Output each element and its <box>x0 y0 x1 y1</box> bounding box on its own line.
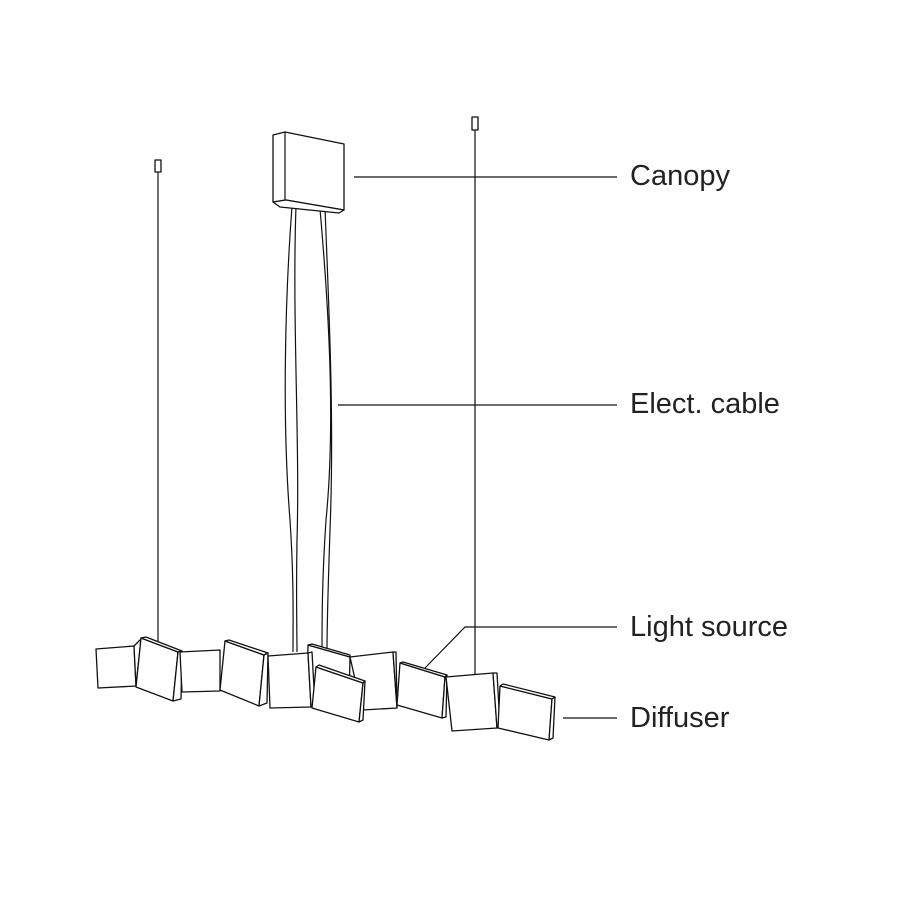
light-source-label: Light source <box>630 611 788 643</box>
light-source-leader-line <box>424 626 617 669</box>
light-panels <box>95 636 556 741</box>
suspension-wire-right <box>471 116 479 676</box>
electric-cable-label: Elect. cable <box>630 388 780 420</box>
canopy <box>272 131 345 214</box>
suspension-wire-left <box>154 159 162 642</box>
diffuser-label: Diffuser <box>630 702 730 734</box>
canopy-label: Canopy <box>630 160 730 192</box>
electric-cables <box>284 205 333 653</box>
